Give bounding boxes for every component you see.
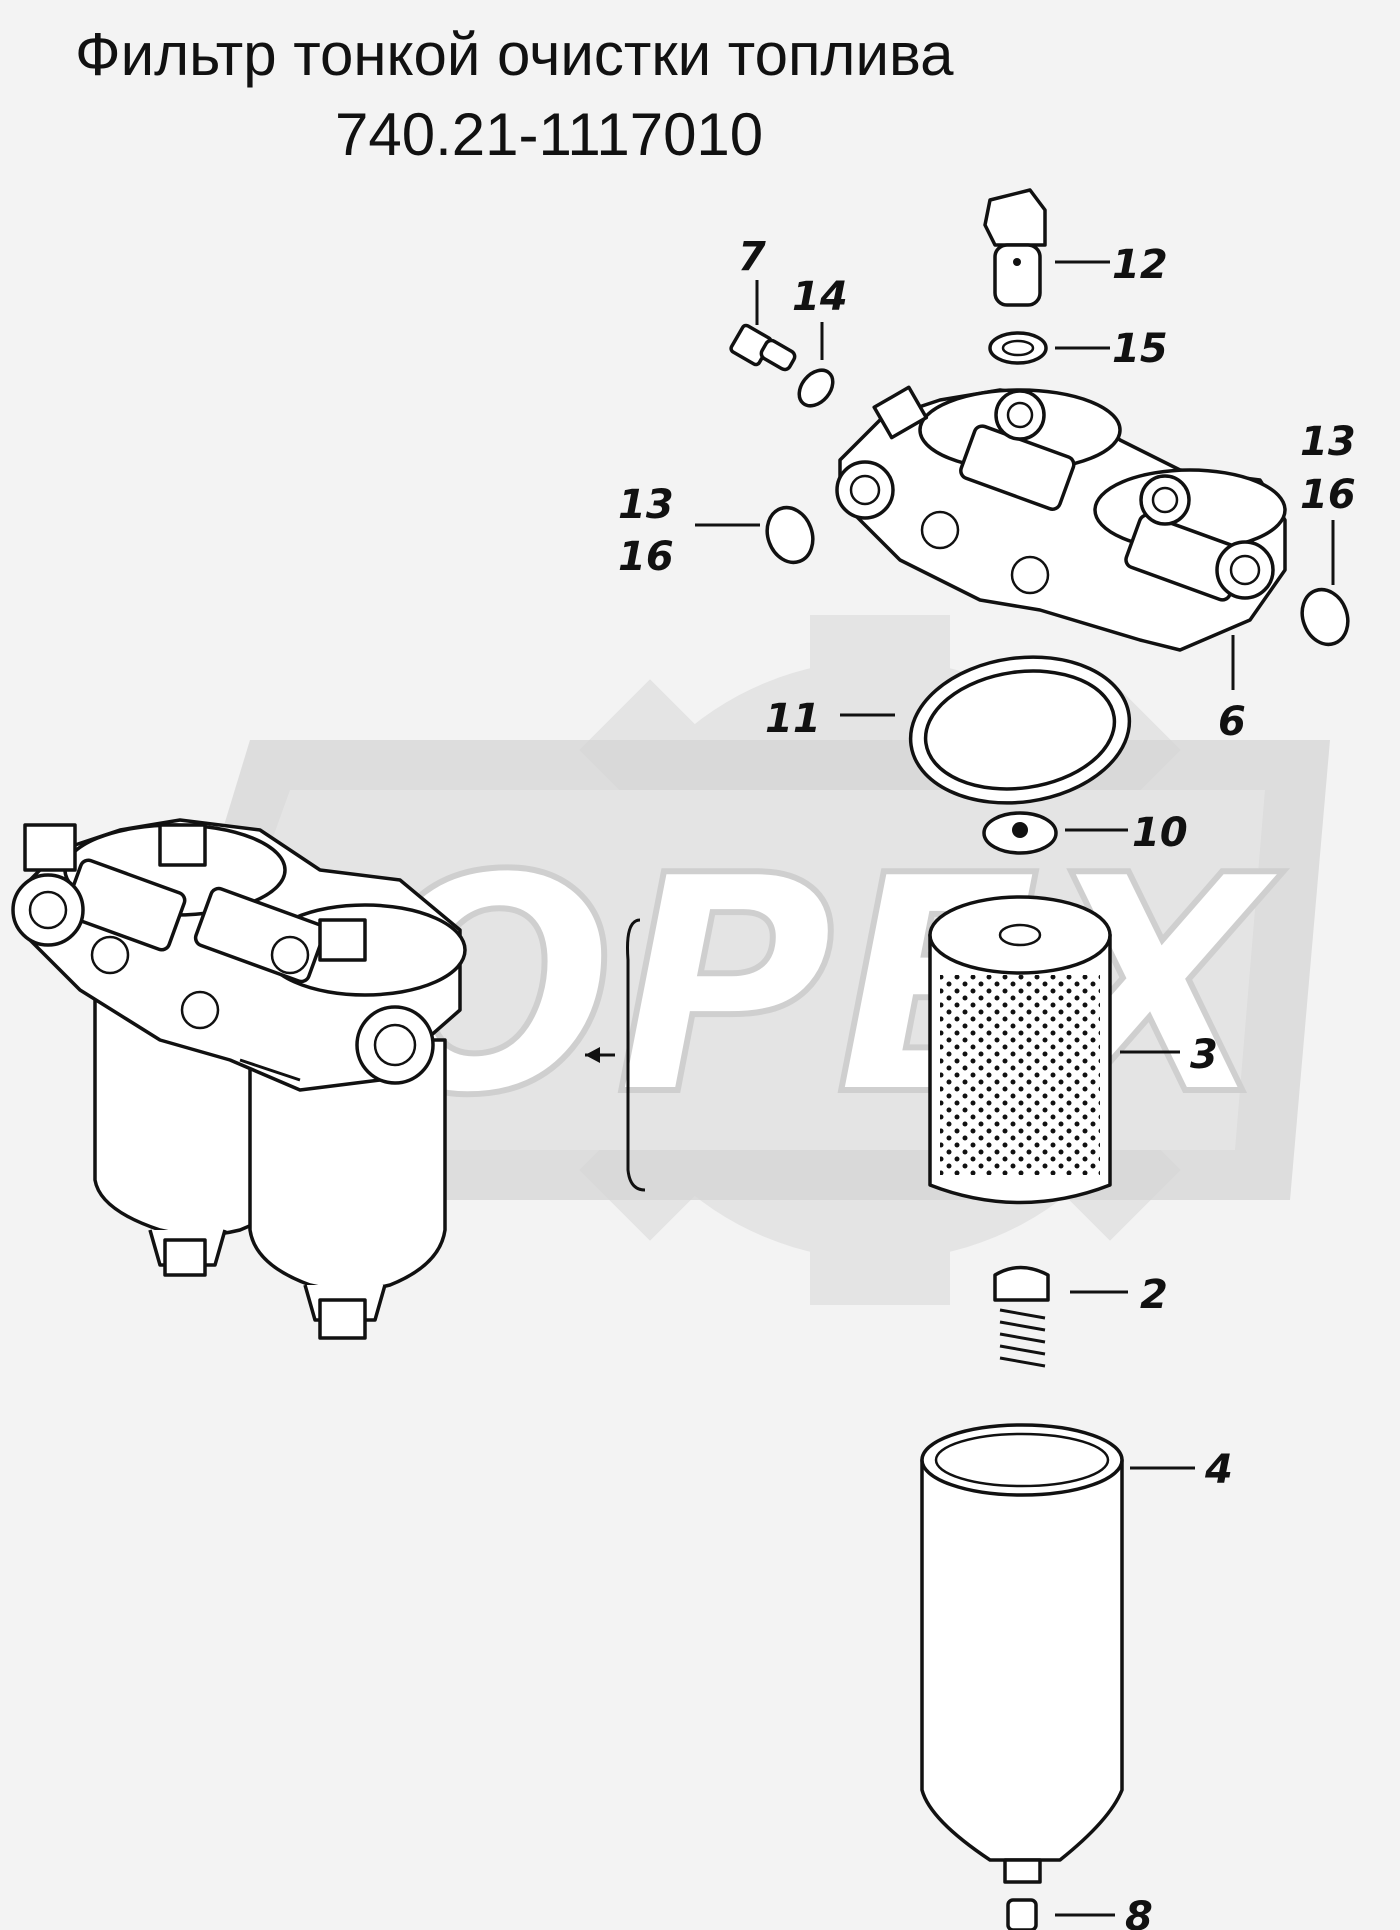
callout-2: 2 [1140,1272,1168,1318]
part-13-16-plug-right [1300,587,1350,647]
watermark-text: OPEX [360,812,1284,1161]
callout-4: 4 [1204,1447,1233,1493]
assembly-direction-line [626,918,646,1192]
part-12-bolt [983,188,1047,307]
part-10-valve-disk [982,811,1058,855]
callout-8: 8 [1125,1894,1153,1930]
part-4-bowl [920,1423,1124,1884]
part-6-filter-head [835,385,1287,652]
callout-14: 14 [792,274,848,320]
diagram-title: Фильтр тонкой очистки топлива [75,21,954,88]
callout-16-right: 16 [1300,472,1356,518]
callout-13-right: 13 [1300,419,1356,465]
part-7-bolt [729,323,797,372]
callout-3: 3 [1190,1032,1218,1078]
part-8-drain-plug [1006,1898,1038,1930]
callout-10: 10 [1132,810,1188,856]
callout-7: 7 [738,234,766,280]
part-2-spring-valve [993,1265,1050,1368]
part-3-filter-element [928,895,1112,1205]
part-11-seal-ring [908,655,1132,805]
callout-12: 12 [1112,242,1168,288]
part-14-washer [797,368,835,408]
part-number: 740.21-1117010 [335,101,763,168]
callout-16-left: 16 [618,534,674,580]
assembly-arrow-icon [585,1047,600,1063]
assembled-filter [11,818,467,1340]
callout-13-left: 13 [618,482,674,528]
part-13-16-plug-left [765,505,815,565]
callout-15: 15 [1112,326,1168,372]
callout-11: 11 [765,696,821,742]
callout-6: 6 [1218,699,1246,745]
